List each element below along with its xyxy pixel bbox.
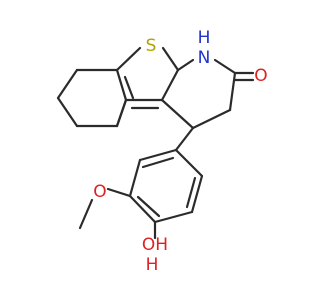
carbonyl-oxygen-label: O bbox=[254, 66, 267, 86]
bond bbox=[141, 156, 175, 169]
bond bbox=[106, 187, 132, 198]
bond bbox=[174, 126, 195, 152]
nitrogen-hydrogen-label: H bbox=[198, 28, 211, 48]
bond bbox=[228, 71, 237, 112]
bond bbox=[176, 58, 195, 72]
bond bbox=[115, 68, 128, 102]
bond bbox=[128, 194, 157, 224]
bond bbox=[123, 75, 135, 100]
bond bbox=[56, 68, 79, 100]
dihydropyridinone-ring bbox=[160, 58, 237, 130]
bond bbox=[185, 176, 197, 209]
bond bbox=[191, 108, 232, 130]
sulfur-atom-label: S bbox=[146, 36, 157, 56]
methoxy-group bbox=[78, 187, 132, 230]
bond bbox=[174, 148, 204, 178]
bond bbox=[138, 148, 178, 162]
bond bbox=[78, 198, 94, 230]
cyclohexane-ring bbox=[56, 68, 128, 128]
bond bbox=[115, 98, 128, 128]
hydroxyl-hydrogen-label: H bbox=[146, 255, 159, 275]
molecule-structure: S N H O O OH H bbox=[56, 28, 268, 275]
bond bbox=[128, 158, 142, 198]
bond bbox=[160, 98, 195, 130]
bond bbox=[56, 96, 79, 128]
nitrogen-atom-label: N bbox=[198, 48, 211, 68]
bond bbox=[213, 58, 237, 75]
methoxy-oxygen-label: O bbox=[93, 182, 106, 202]
benzene-ring bbox=[128, 148, 204, 224]
bond bbox=[161, 46, 180, 72]
carbonyl-group bbox=[233, 71, 255, 82]
bond bbox=[115, 46, 142, 72]
bond bbox=[160, 68, 180, 102]
hydroxyl-label: OH bbox=[142, 235, 168, 255]
bond bbox=[136, 195, 161, 218]
bond bbox=[190, 174, 204, 214]
molecule-canvas: S N H O O OH H bbox=[56, 28, 268, 275]
thiophene-ring bbox=[115, 46, 180, 128]
bond bbox=[153, 210, 194, 224]
